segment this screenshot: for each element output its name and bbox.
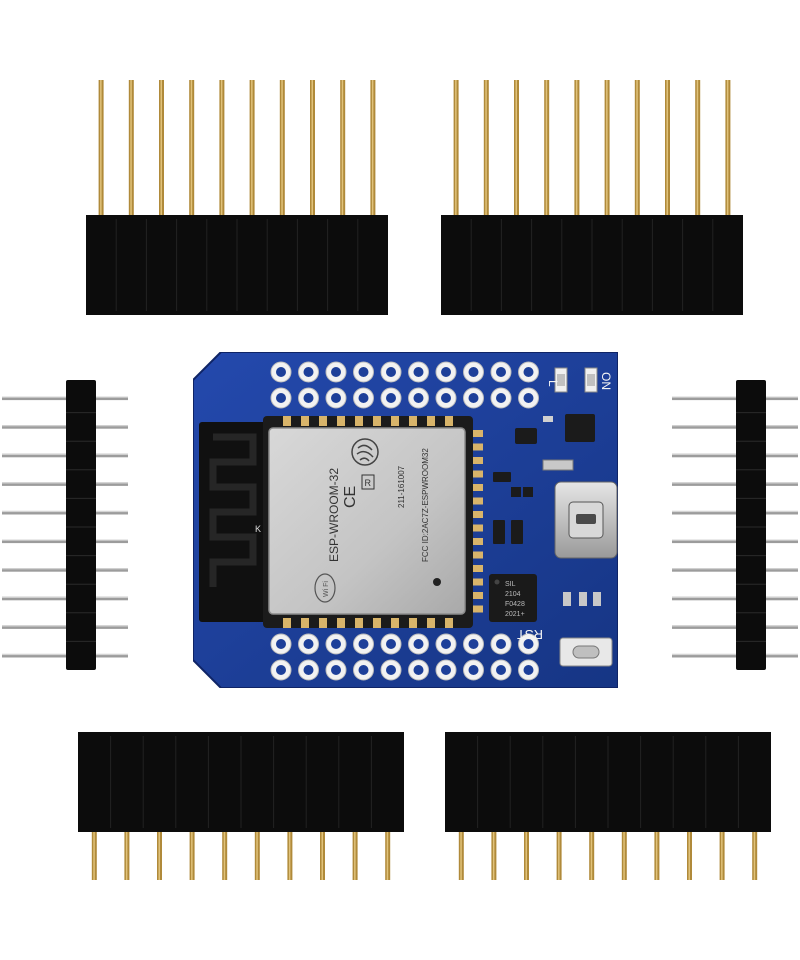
header-body [736, 380, 766, 670]
module-castellations [283, 416, 483, 628]
bottom-right-header [445, 732, 771, 880]
header-pin [2, 568, 128, 572]
header-pin [672, 568, 798, 572]
header-pin [2, 539, 128, 544]
header-pin [672, 425, 798, 429]
bottom-left-header [78, 732, 404, 880]
bottom-right-header-graphic [445, 732, 771, 880]
reset-button[interactable] [559, 637, 613, 667]
left-male-header-graphic [2, 380, 128, 670]
svg-text:F0428: F0428 [505, 601, 525, 608]
header-pin [672, 396, 798, 401]
pcb-graphic: ESP-WROOM-32 FCC ID:2AC7Z-ESPWROOM32 211… [193, 352, 618, 688]
rst-label: RST [517, 627, 543, 642]
esp32-board: ESP-WROOM-32 FCC ID:2AC7Z-ESPWROOM32 211… [193, 352, 618, 688]
header-pin [672, 482, 798, 486]
ce-mark-icon: CE [342, 486, 359, 508]
top-left-header [86, 80, 388, 315]
top-right-header-graphic [441, 80, 743, 315]
svg-text:CE: CE [342, 486, 359, 508]
header-pin [2, 596, 128, 601]
micro-usb-port[interactable] [554, 481, 618, 559]
module-model-text: ESP-WROOM-32 [327, 468, 341, 562]
header-pin [2, 425, 128, 429]
header-pin [2, 482, 128, 486]
header-pin [2, 653, 128, 658]
smd-components [493, 414, 601, 606]
header-pin [672, 453, 798, 458]
header-body [66, 380, 96, 670]
wifi-logo-icon: Wi Fi [314, 573, 336, 603]
top-right-header [441, 80, 743, 315]
header-pin [672, 625, 798, 629]
module-shield [268, 427, 466, 615]
svg-text:Wi Fi: Wi Fi [323, 581, 330, 597]
module-pin1-dot [433, 578, 441, 586]
svg-text:2104: 2104 [505, 591, 521, 598]
svg-text:R: R [365, 478, 372, 488]
right-male-header-graphic [672, 380, 798, 670]
led-l-label: L [546, 380, 560, 387]
header-pin [2, 625, 128, 629]
usb-serial-chip: SIL 2104 F0428 2021+ [489, 574, 537, 622]
bottom-left-header-graphic [78, 732, 404, 880]
pcb-pads [270, 361, 539, 681]
right-male-header [670, 380, 800, 670]
top-left-header-graphic [86, 80, 388, 315]
header-pin [672, 539, 798, 544]
led-labels: L ON [546, 367, 613, 393]
r-mark-icon: R [361, 474, 375, 490]
cert-code-text: 211-161007 [397, 465, 406, 508]
antenna-mark-text: K [255, 524, 261, 534]
fcc-id-text: FCC ID:2AC7Z-ESPWROOM32 [421, 448, 430, 562]
header-pin [672, 653, 798, 658]
svg-text:SIL: SIL [505, 581, 516, 588]
header-pin [672, 510, 798, 515]
header-pin [2, 453, 128, 458]
led-on-label: ON [599, 372, 613, 390]
header-pin [672, 596, 798, 601]
antenna-trace [209, 433, 257, 587]
header-pin [2, 510, 128, 515]
header-pin [2, 396, 128, 401]
svg-text:2021+: 2021+ [505, 611, 525, 618]
left-male-header [0, 380, 130, 670]
espressif-logo-icon [351, 438, 379, 466]
shield-markings: ESP-WROOM-32 FCC ID:2AC7Z-ESPWROOM32 211… [327, 448, 430, 562]
